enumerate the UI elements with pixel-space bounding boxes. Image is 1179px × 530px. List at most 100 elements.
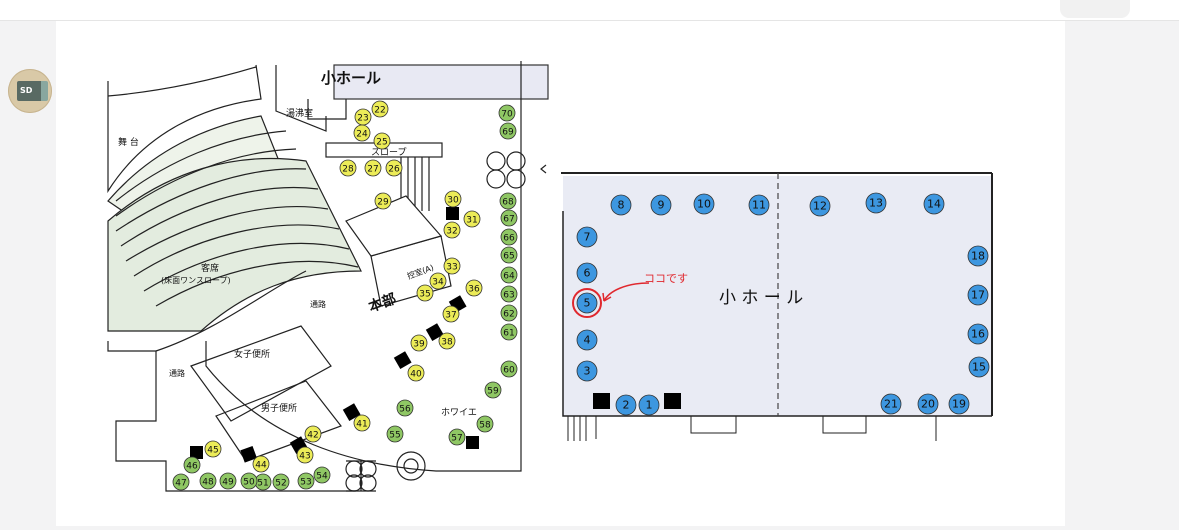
blue-booth-label-10: 10 bbox=[697, 198, 711, 211]
yellow-booth-label-32: 32 bbox=[446, 227, 457, 237]
blue-booth-9 bbox=[650, 194, 672, 216]
avatar[interactable]: SD bbox=[8, 69, 52, 113]
annotation-label: ココです bbox=[644, 272, 688, 285]
top-bar bbox=[0, 0, 1179, 21]
blue-booth-19 bbox=[948, 393, 970, 415]
green-booth-label-68: 68 bbox=[502, 198, 514, 208]
yellow-booth-45 bbox=[204, 440, 222, 458]
annotation-arrow bbox=[603, 282, 650, 302]
womens-label: 女子便所 bbox=[234, 348, 270, 360]
blue-booth-label-17: 17 bbox=[971, 289, 985, 302]
blue-booth-17 bbox=[967, 284, 989, 306]
yellow-booth-31 bbox=[463, 210, 481, 228]
yellow-booth-label-22: 22 bbox=[374, 106, 385, 116]
yellow-booth-37 bbox=[442, 305, 460, 323]
top-bar-tab[interactable] bbox=[1060, 0, 1130, 18]
green-booth-56 bbox=[396, 399, 414, 417]
blue-booth-2 bbox=[615, 394, 637, 416]
blue-booth-16 bbox=[967, 323, 989, 345]
yellow-booth-label-41: 41 bbox=[356, 420, 367, 430]
green-booth-53 bbox=[297, 472, 315, 490]
yellow-booth-label-29: 29 bbox=[377, 198, 389, 208]
yellow-booth-label-25: 25 bbox=[376, 138, 387, 148]
blue-booth-14 bbox=[923, 193, 945, 215]
green-booth-label-63: 63 bbox=[503, 291, 514, 301]
yellow-booth-44 bbox=[252, 455, 270, 473]
yellow-booth-label-24: 24 bbox=[356, 130, 368, 140]
blue-booth-11 bbox=[748, 194, 770, 216]
seats-note-label: (床面ワンスロープ) bbox=[161, 275, 231, 285]
green-booth-label-52: 52 bbox=[275, 479, 286, 489]
green-booth-66 bbox=[500, 228, 518, 246]
right-floor-map: 小 ホ ー ル ココです bbox=[561, 172, 993, 441]
yellow-booth-29 bbox=[374, 192, 392, 210]
green-booth-label-67: 67 bbox=[503, 215, 514, 225]
green-booth-label-53: 53 bbox=[300, 478, 311, 488]
stage-label: 舞 台 bbox=[118, 136, 139, 148]
blue-booth-20 bbox=[917, 393, 939, 415]
yellow-booth-label-28: 28 bbox=[342, 165, 354, 175]
yellow-booth-label-31: 31 bbox=[466, 216, 477, 226]
yellow-booth-43 bbox=[296, 446, 314, 464]
blue-booth-12 bbox=[809, 195, 831, 217]
green-booth-58 bbox=[476, 415, 494, 433]
blue-booth-7 bbox=[576, 226, 598, 248]
green-booth-label-70: 70 bbox=[501, 110, 513, 120]
yellow-booth-label-30: 30 bbox=[447, 196, 459, 206]
yellow-booth-label-27: 27 bbox=[367, 165, 378, 175]
green-booth-69 bbox=[499, 122, 517, 140]
blue-booth-label-1: 1 bbox=[646, 399, 653, 412]
yellow-booth-33 bbox=[443, 257, 461, 275]
kitchen-label: 湯沸室 bbox=[286, 107, 313, 119]
yellow-booth-label-23: 23 bbox=[357, 114, 368, 124]
yellow-booth-label-40: 40 bbox=[410, 370, 422, 380]
green-booth-label-64: 64 bbox=[503, 272, 515, 282]
mens-label: 男子便所 bbox=[261, 402, 297, 414]
green-booth-label-49: 49 bbox=[222, 478, 234, 488]
floor-map-image: 小ホール 舞 台 湯沸室 スロープ 客席 (床面ワンスロープ) 通路 通路 女子… bbox=[56, 21, 1065, 526]
blue-booth-15 bbox=[968, 356, 990, 378]
yellow-booth-30 bbox=[444, 190, 462, 208]
yellow-booth-label-36: 36 bbox=[468, 285, 480, 295]
blue-booth-label-4: 4 bbox=[584, 334, 591, 347]
yellow-booth-32 bbox=[443, 221, 461, 239]
blue-booth-label-11: 11 bbox=[752, 199, 766, 212]
green-booth-label-66: 66 bbox=[503, 234, 515, 244]
yellow-booth-42 bbox=[304, 425, 322, 443]
green-booths: 7069686766656463626160595857565554535251… bbox=[172, 104, 518, 491]
yellow-booth-label-37: 37 bbox=[445, 311, 456, 321]
green-booth-49 bbox=[219, 472, 237, 490]
blue-booth-label-18: 18 bbox=[971, 250, 985, 263]
blue-booth-label-2: 2 bbox=[623, 399, 630, 412]
green-booth-label-55: 55 bbox=[389, 431, 400, 441]
green-booth-54 bbox=[313, 466, 331, 484]
green-booth-70 bbox=[498, 104, 516, 122]
green-booth-label-60: 60 bbox=[503, 366, 515, 376]
green-booth-62 bbox=[500, 304, 518, 322]
blue-booth-4 bbox=[576, 329, 598, 351]
blue-booth-label-20: 20 bbox=[921, 398, 935, 411]
green-booth-label-51: 51 bbox=[257, 479, 268, 489]
yellow-booth-28 bbox=[339, 159, 357, 177]
green-booth-59 bbox=[484, 381, 502, 399]
green-booth-47 bbox=[172, 473, 190, 491]
blue-booth-label-12: 12 bbox=[813, 200, 827, 213]
honbu-label: 本部 bbox=[366, 290, 398, 316]
green-booth-48 bbox=[199, 472, 217, 490]
aisle2-label: 通路 bbox=[169, 368, 185, 378]
blue-booth-label-19: 19 bbox=[952, 398, 966, 411]
right-table-right bbox=[664, 393, 681, 409]
foyer-label: ホワイエ bbox=[441, 407, 477, 418]
green-booth-label-46: 46 bbox=[186, 462, 198, 472]
green-booth-label-47: 47 bbox=[175, 479, 186, 489]
green-booth-label-48: 48 bbox=[202, 478, 214, 488]
blue-booth-6 bbox=[576, 262, 598, 284]
yellow-booth-39 bbox=[410, 334, 428, 352]
yellow-booth-41 bbox=[353, 414, 371, 432]
blue-booth-1 bbox=[638, 394, 660, 416]
right-table-left bbox=[593, 393, 610, 409]
yellow-booth-26 bbox=[385, 159, 403, 177]
blue-booth-18 bbox=[967, 245, 989, 267]
blue-booth-5 bbox=[576, 292, 598, 314]
